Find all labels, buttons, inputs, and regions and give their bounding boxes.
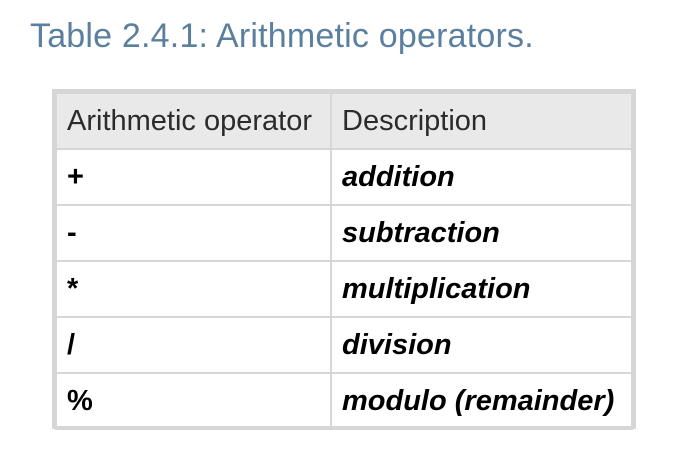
operator-cell: % xyxy=(55,372,332,430)
table-row: * multiplication xyxy=(55,260,633,318)
description-cell: division xyxy=(330,316,633,374)
table-row: - subtraction xyxy=(55,204,633,262)
description-cell: modulo (remainder) xyxy=(330,372,633,430)
table-row: % modulo (remainder) xyxy=(55,372,633,430)
header-description: Description xyxy=(330,92,633,150)
operator-cell: / xyxy=(55,316,332,374)
operator-cell: + xyxy=(55,148,332,206)
description-cell: addition xyxy=(330,148,633,206)
table-header-row: Arithmetic operator Description xyxy=(55,92,633,150)
table-row: / division xyxy=(55,316,633,374)
operator-cell: * xyxy=(55,260,332,318)
table-caption: Table 2.4.1: Arithmetic operators. xyxy=(30,17,534,55)
table-row: + addition xyxy=(55,148,633,206)
operators-table-grid: Arithmetic operator Description + additi… xyxy=(55,92,633,430)
header-arithmetic-operator: Arithmetic operator xyxy=(55,92,332,150)
description-cell: subtraction xyxy=(330,204,633,262)
operator-cell: - xyxy=(55,204,332,262)
operators-table: Arithmetic operator Description + additi… xyxy=(52,89,636,430)
description-cell: multiplication xyxy=(330,260,633,318)
